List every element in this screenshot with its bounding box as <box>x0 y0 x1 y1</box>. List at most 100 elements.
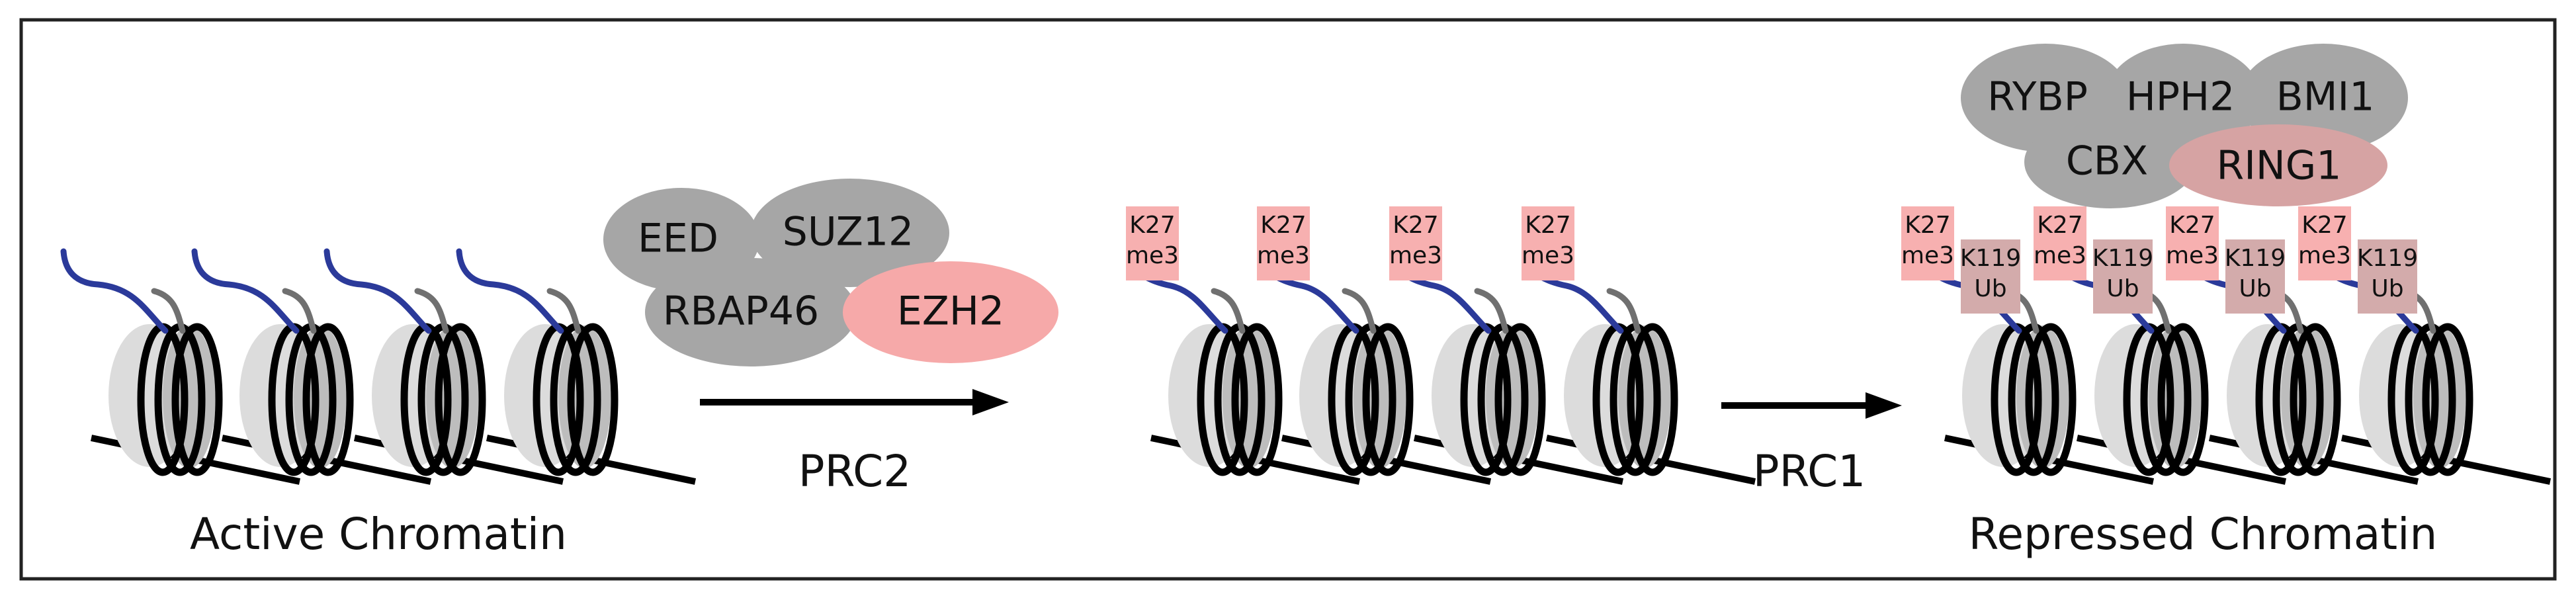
ring1-subunit <box>2169 124 2387 206</box>
histone-tail-h2a <box>546 288 581 334</box>
histone-core-side <box>1618 325 1671 468</box>
k27me3-mark-box <box>1257 206 1310 280</box>
dna-wrap <box>1494 323 1546 476</box>
dna-wrap <box>2422 323 2473 476</box>
histone-tail-h3 <box>191 248 300 334</box>
histone-tail-h3 <box>1537 273 1624 334</box>
histone-tail-h3 <box>1404 273 1492 334</box>
k27me3-mark-line1: K27 <box>1905 212 1950 239</box>
k119ub-mark-line1: K119 <box>2357 245 2418 272</box>
k119ub-mark-line2: Ub <box>2371 275 2403 302</box>
k119ub-mark-line2: Ub <box>1974 275 2006 302</box>
k119ub-mark-box <box>1961 239 2020 314</box>
k119ub-mark-line2: Ub <box>2106 275 2139 302</box>
k27me3-mark-line2: me3 <box>2166 242 2219 269</box>
dna-wrap <box>1627 323 1678 476</box>
k27me3-mark-line1: K27 <box>2037 212 2082 239</box>
k27me3-mark-line1: K27 <box>2169 212 2215 239</box>
k27me3-mark-line2: me3 <box>2298 242 2351 269</box>
histone-tail-h2a <box>151 288 186 334</box>
prc1-arrow-label: PRC1 <box>1753 446 1866 497</box>
k119ub-mark-line1: K119 <box>2225 245 2286 272</box>
k27me3-mark-box <box>1389 206 1442 280</box>
histone-tail-h3 <box>60 248 169 334</box>
arrowhead <box>1866 392 1902 419</box>
k27me3-mark-box <box>2034 206 2086 280</box>
histone-tail-h3 <box>1141 273 1228 334</box>
histone-core-side <box>426 325 479 468</box>
k27me3-mark-box <box>1126 206 1179 280</box>
prc1-arrow: PRC1 <box>1721 392 1902 497</box>
dna-wrap <box>171 323 223 476</box>
hph2-label: HPH2 <box>2126 74 2235 120</box>
nucleosome-icon: K27 me3 <box>1126 206 1361 485</box>
histone-core-side <box>2149 325 2202 468</box>
histone-tail-h2a <box>1474 288 1509 334</box>
ezh2-subunit <box>843 261 1058 363</box>
k27me3-mark-line2: me3 <box>1126 242 1179 269</box>
histone-core-side <box>1223 325 1275 468</box>
prc1-complex: RYBP HPH2 BMI1 CBX RING1 <box>1961 44 2408 208</box>
prc2-arrow-label: PRC2 <box>798 446 911 497</box>
ring1-label: RING1 <box>2217 143 2342 189</box>
k27me3-mark-line1: K27 <box>1260 212 1306 239</box>
k119ub-mark-line1: K119 <box>1960 245 2021 272</box>
nucleosome-icon <box>60 248 301 485</box>
dna-wrap <box>2025 323 2077 476</box>
histone-tail-h2a <box>414 288 449 334</box>
histone-tail-h3 <box>456 248 564 334</box>
nucleosome-icon <box>456 248 697 485</box>
k27me3-mark-box <box>1901 206 1954 280</box>
histone-core-side <box>294 325 347 468</box>
k119ub-mark-line2: Ub <box>2239 275 2271 302</box>
k119ub-mark-line1: K119 <box>2092 245 2153 272</box>
dna-wrap <box>2157 323 2209 476</box>
k27me3-mark-line1: K27 <box>1525 212 1570 239</box>
histone-core-side <box>1486 325 1539 468</box>
cbx-label: CBX <box>2066 138 2148 185</box>
dna-wrap <box>302 323 354 476</box>
histone-core-side <box>2281 325 2334 468</box>
dna-wrap <box>2290 323 2341 476</box>
k27me3-mark-box <box>2166 206 2219 280</box>
k27me3-mark-line2: me3 <box>2034 242 2086 269</box>
histone-tail-h3 <box>323 248 432 334</box>
arrowhead <box>972 389 1009 415</box>
k27me3-mark-box <box>2298 206 2351 280</box>
suz12-subunit <box>751 179 949 287</box>
histone-tail-h2a <box>1211 288 1246 334</box>
k119ub-mark-box <box>2225 239 2285 314</box>
histone-tail-h2a <box>282 288 317 334</box>
rybp-label: RYBP <box>1987 74 2088 120</box>
prc2-complex: EED SUZ12 RBAP46 EZH2 <box>603 179 1058 366</box>
k27me3-mark-line2: me3 <box>1901 242 1954 269</box>
dna-wrap <box>567 323 619 476</box>
prc2-arrow: PRC2 <box>700 389 1009 497</box>
cbx-subunit <box>2024 116 2196 208</box>
k27me3-mark-line1: K27 <box>2301 212 2347 239</box>
histone-core-side <box>2016 325 2069 468</box>
histone-tail-h2a <box>1606 288 1641 334</box>
nucleosome-icon: K27 me3 <box>1389 206 1624 485</box>
k119ub-mark-box <box>2358 239 2417 314</box>
dna-wrap <box>1231 323 1283 476</box>
k27me3-mark-box <box>1522 206 1574 280</box>
k27me3-mark-line2: me3 <box>1389 242 1442 269</box>
bmi1-label: BMI1 <box>2276 74 2375 120</box>
repressed-chromatin-label: Repressed Chromatin <box>1969 509 2438 560</box>
histone-core-side <box>1353 325 1406 468</box>
histone-core-side <box>558 325 611 468</box>
histone-tail-h2a <box>1342 288 1377 334</box>
